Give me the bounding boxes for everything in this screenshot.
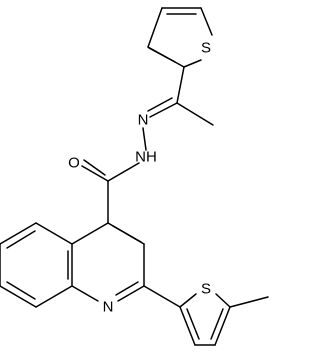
imine-nitrogen-label: N xyxy=(138,112,149,129)
bond xyxy=(214,306,231,346)
bond xyxy=(186,308,200,340)
bond xyxy=(179,293,197,308)
bond xyxy=(149,102,178,118)
bond xyxy=(0,285,37,308)
bond xyxy=(71,285,99,302)
bond xyxy=(107,162,140,182)
bond xyxy=(142,127,147,151)
bond xyxy=(71,222,109,245)
bond xyxy=(6,281,36,300)
bond xyxy=(148,47,176,63)
bond xyxy=(176,66,185,104)
bond xyxy=(229,296,269,308)
sulfur-atom-label: S xyxy=(201,40,211,57)
carbonyl-oxygen-label: O xyxy=(68,155,80,172)
bond xyxy=(0,222,37,245)
bond xyxy=(115,281,139,296)
bond xyxy=(81,165,109,182)
bond xyxy=(147,7,163,48)
bond xyxy=(117,285,145,302)
bond xyxy=(179,306,196,346)
amide-nh-label: NH xyxy=(135,149,157,166)
molecule-structure: S N NH O N S xyxy=(0,7,269,346)
bond xyxy=(83,159,106,176)
bond xyxy=(215,293,231,308)
bond xyxy=(176,102,214,126)
bond xyxy=(112,225,142,243)
bond xyxy=(35,285,73,308)
bond xyxy=(183,59,202,68)
bonds xyxy=(0,7,269,346)
bond xyxy=(200,7,213,36)
bond xyxy=(6,230,36,249)
bond xyxy=(147,97,173,112)
bond xyxy=(210,308,224,340)
sulfur-atom-label: S xyxy=(201,281,211,298)
atom-labels: S N NH O N S xyxy=(68,40,211,316)
bond xyxy=(35,222,73,245)
bond xyxy=(143,285,181,308)
quinoline-nitrogen-label: N xyxy=(103,299,114,316)
